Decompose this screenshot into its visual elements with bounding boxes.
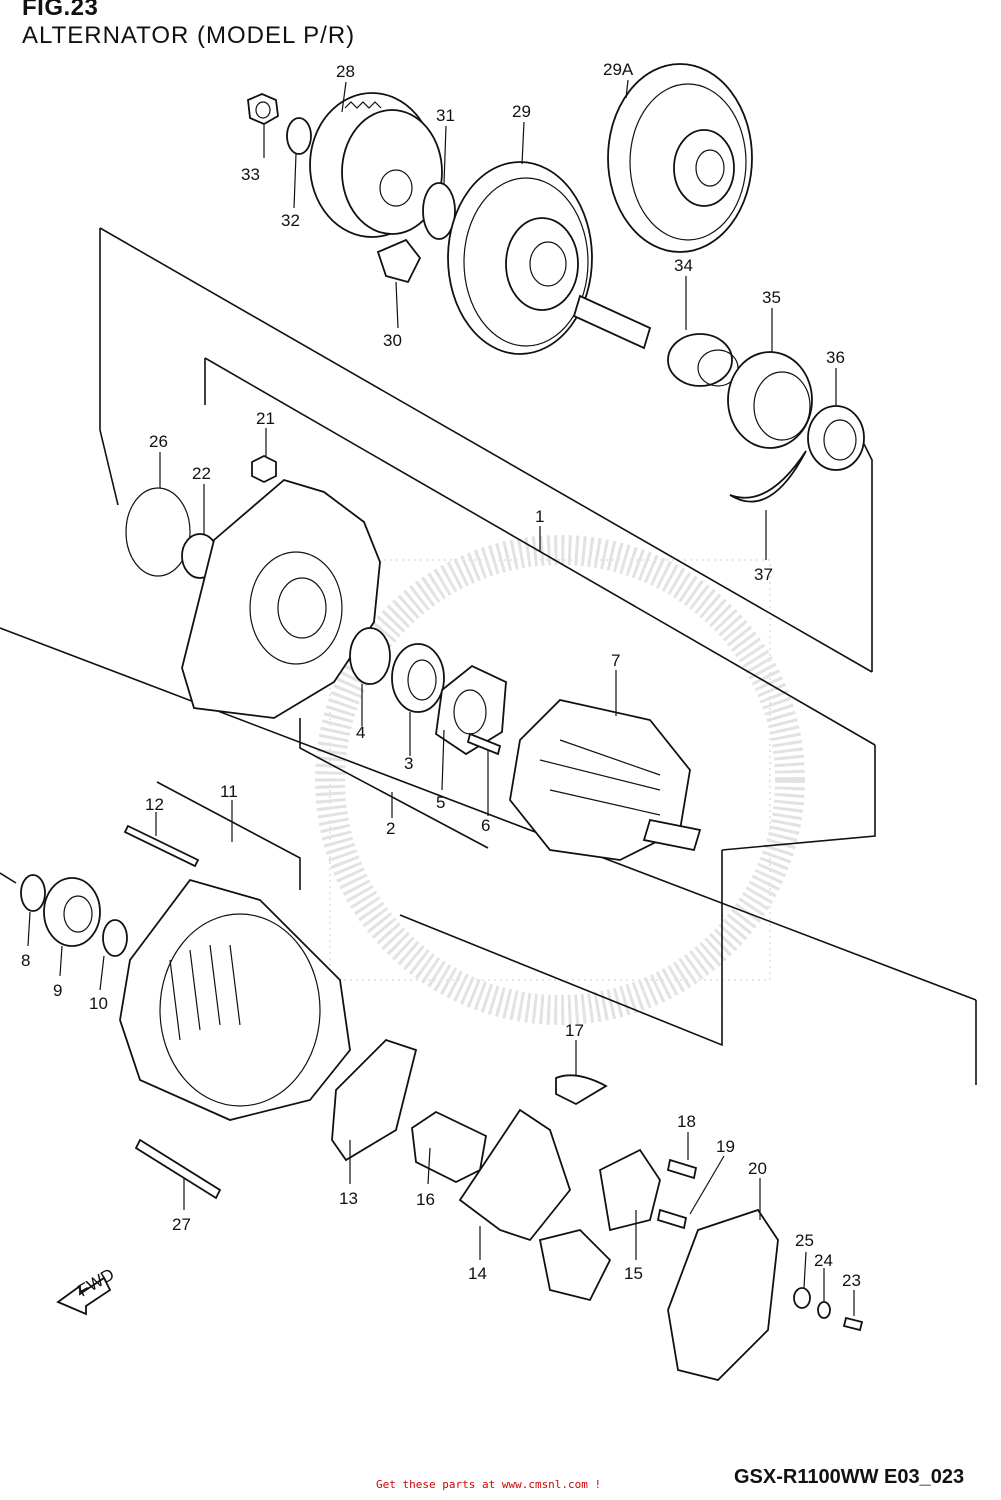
callout-8: 8 xyxy=(21,951,30,970)
callout-2: 2 xyxy=(386,819,395,838)
callout-37: 37 xyxy=(754,565,773,584)
rear-cover-20 xyxy=(667,1208,779,1381)
callout-13: 13 xyxy=(339,1189,358,1208)
washer-24 xyxy=(817,1301,831,1319)
callout-20: 20 xyxy=(748,1159,767,1178)
callout-15: 15 xyxy=(624,1264,643,1283)
nut-21 xyxy=(251,454,277,484)
callout-24: 24 xyxy=(814,1251,833,1270)
circlip-31 xyxy=(422,182,456,240)
callout-30: 30 xyxy=(383,331,402,350)
circlip-10 xyxy=(102,919,128,957)
washer-32 xyxy=(286,117,312,155)
callout-33: 33 xyxy=(241,165,260,184)
callout-25: 25 xyxy=(795,1231,814,1250)
seal-4 xyxy=(349,627,391,685)
bracket-17 xyxy=(555,1074,608,1106)
housing-1 xyxy=(181,478,381,719)
bolt-27 xyxy=(134,1138,222,1200)
stator-housing-11 xyxy=(119,878,351,1121)
brush-holder-15 xyxy=(599,1148,661,1232)
callout-23: 23 xyxy=(842,1271,861,1290)
shaft-34 xyxy=(572,294,739,387)
leader-lines xyxy=(27,79,855,1316)
screw-23 xyxy=(842,1316,864,1332)
callout-17: 17 xyxy=(565,1021,584,1040)
callout-26: 26 xyxy=(149,432,168,451)
terminal-lower xyxy=(538,1229,612,1302)
callout-12: 12 xyxy=(145,795,164,814)
callout-29: 29 xyxy=(512,102,531,121)
gear-29a xyxy=(607,63,753,253)
callout-27: 27 xyxy=(172,1215,191,1234)
callout-34: 34 xyxy=(674,256,693,275)
callout-6: 6 xyxy=(481,816,490,835)
nut-33 xyxy=(247,93,279,126)
callout-35: 35 xyxy=(762,288,781,307)
regulator-14 xyxy=(458,1108,572,1242)
callout-10: 10 xyxy=(89,994,108,1013)
callout-4: 4 xyxy=(356,723,365,742)
screw-6 xyxy=(466,732,502,756)
callout-11: 11 xyxy=(220,782,238,801)
o-ring-26 xyxy=(125,487,191,577)
roller-30 xyxy=(376,238,422,284)
callout-9: 9 xyxy=(53,981,62,1000)
callout-7: 7 xyxy=(611,651,620,670)
bearing-3 xyxy=(391,643,445,713)
diagram-title: ALTERNATOR (MODEL P/R) xyxy=(22,22,356,49)
bolt-12 xyxy=(123,824,200,868)
callout-36: 36 xyxy=(826,348,845,367)
rotor-7 xyxy=(509,699,702,861)
callout-16: 16 xyxy=(416,1190,435,1209)
forward-arrow-icon: FWD xyxy=(56,1265,118,1316)
callout-19: 19 xyxy=(716,1137,735,1156)
washer-25 xyxy=(793,1287,811,1309)
figure-number: FIG.23 xyxy=(22,0,99,21)
gear-29 xyxy=(447,161,593,355)
bracket-16 xyxy=(411,1110,488,1184)
callout-14: 14 xyxy=(468,1264,487,1283)
callout-28: 28 xyxy=(336,62,355,81)
callout-29a: 29A xyxy=(603,60,634,79)
bearing-9 xyxy=(43,877,101,947)
clutch-housing-28 xyxy=(309,92,443,238)
callout-18: 18 xyxy=(677,1112,696,1131)
callout-labels: 28 29A 31 29 33 32 34 35 30 36 21 26 22 … xyxy=(21,60,861,1290)
washer-8 xyxy=(20,874,46,912)
model-code: GSX-R1100WW E03_023 xyxy=(734,1466,965,1488)
oil-seal-36 xyxy=(807,405,865,471)
callout-1: 1 xyxy=(535,507,544,526)
callout-3: 3 xyxy=(404,754,413,773)
circlip-37 xyxy=(729,450,807,503)
callout-22: 22 xyxy=(192,464,211,483)
parts-link[interactable]: Get these parts at www.cmsnl.com ! xyxy=(376,1478,602,1491)
watermark-logo xyxy=(315,535,805,1025)
bearing-35 xyxy=(727,351,813,449)
callout-21: 21 xyxy=(256,409,275,428)
callout-31: 31 xyxy=(436,106,455,125)
screw-18 xyxy=(666,1158,698,1180)
screw-19 xyxy=(656,1208,688,1230)
rectifier-13 xyxy=(331,1038,418,1162)
callout-5: 5 xyxy=(436,793,445,812)
callout-32: 32 xyxy=(281,211,300,230)
